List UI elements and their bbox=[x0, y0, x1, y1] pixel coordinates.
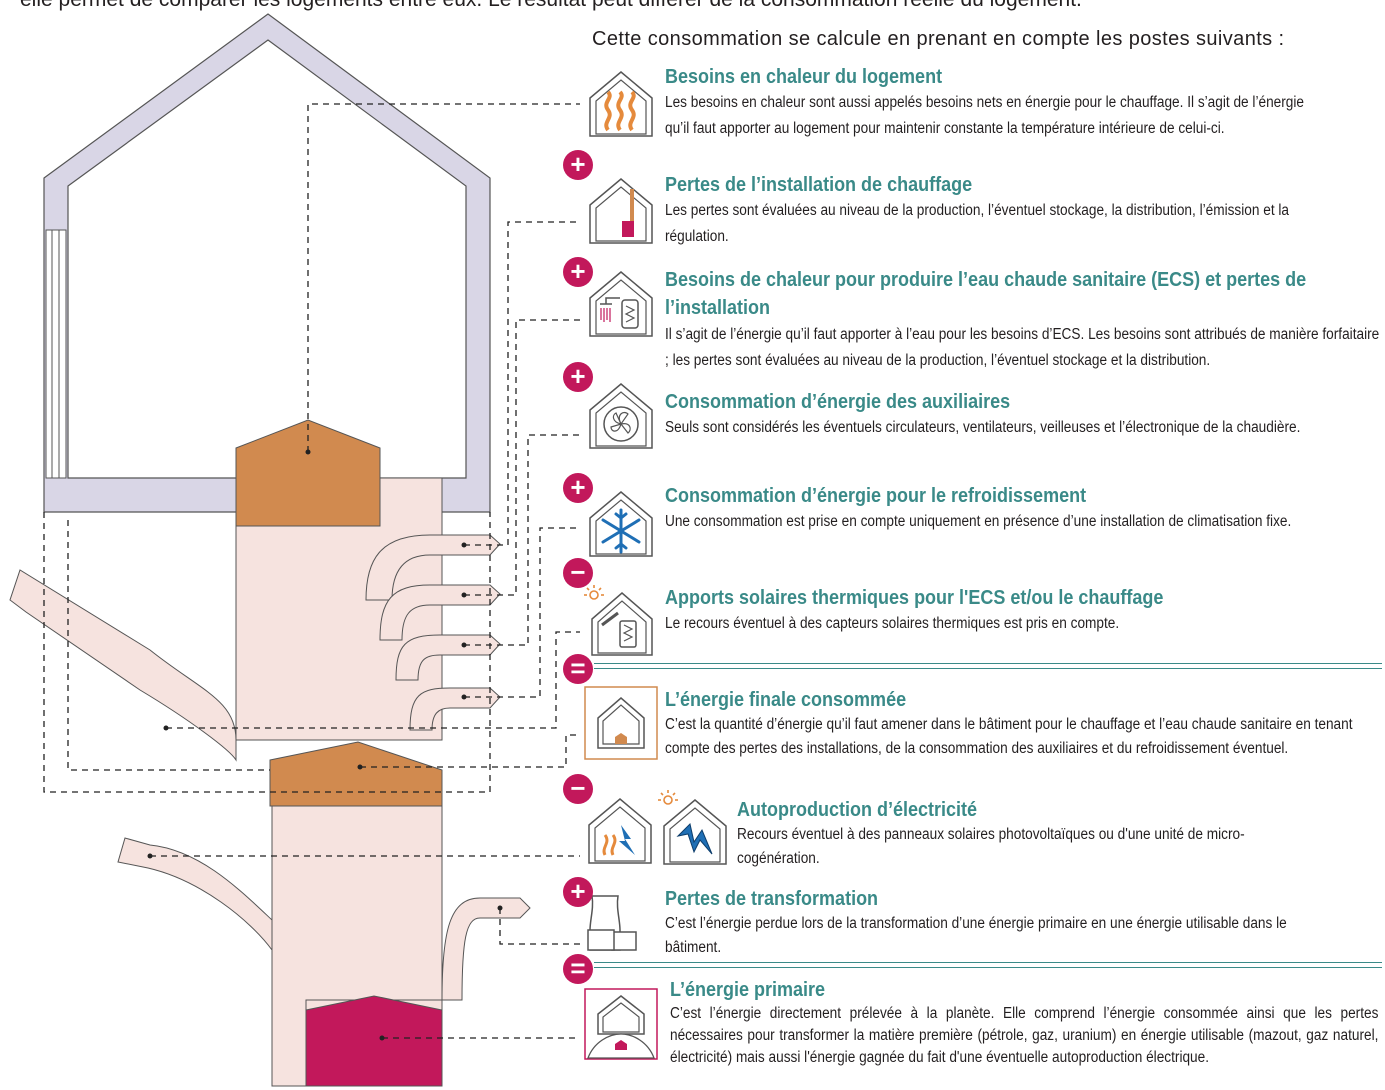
hot-water-icon bbox=[589, 271, 653, 337]
item-body: Les besoins en chaleur sont aussi appelé… bbox=[665, 94, 1304, 137]
equals-operator-1: = bbox=[563, 654, 593, 684]
leader-7 bbox=[360, 734, 580, 768]
plus-operator-1: + bbox=[563, 150, 593, 180]
primary-energy-icon bbox=[584, 988, 658, 1060]
item-body: C’est l’énergie perdue lors de la transf… bbox=[665, 915, 1287, 956]
item-heating-losses: Pertes de l’installation de chauffage Le… bbox=[665, 172, 1365, 250]
branch-arrow-1 bbox=[365, 534, 501, 601]
leader-3 bbox=[464, 319, 580, 596]
item-cooling: Consommation d’énergie pour le refroidis… bbox=[665, 483, 1380, 535]
minus-operator-2: − bbox=[563, 774, 593, 804]
fan-icon bbox=[589, 383, 653, 449]
item-body: Recours éventuel à des panneaux solaires… bbox=[737, 826, 1245, 867]
branch-arrow-4 bbox=[409, 687, 501, 731]
item-auxiliaries: Consommation d’énergie des auxiliaires S… bbox=[665, 389, 1380, 441]
item-title: Besoins de chaleur pour produire l’eau c… bbox=[665, 269, 1307, 319]
minus-operator-1: − bbox=[563, 558, 593, 588]
item-transformation-losses: Pertes de transformation C’est l’énergie… bbox=[665, 886, 1380, 960]
plus-operator-5: + bbox=[563, 877, 593, 907]
plus-operator-3: + bbox=[563, 362, 593, 392]
house-window bbox=[45, 229, 67, 479]
leader-1 bbox=[307, 103, 580, 452]
heat-waves-icon bbox=[589, 71, 653, 137]
item-title: L’énergie primaire bbox=[670, 979, 826, 1001]
item-body: Il s’agit de l’énergie qu’il faut apport… bbox=[665, 326, 1380, 369]
item-title: Besoins en chaleur du logement bbox=[665, 66, 943, 88]
photovoltaic-icon bbox=[588, 798, 652, 864]
leader-9 bbox=[499, 908, 580, 945]
item-body: C’est la quantité d’énergie qu’il faut a… bbox=[665, 716, 1353, 757]
transfo-arrow bbox=[441, 897, 531, 1001]
item-title: Autoproduction d’électricité bbox=[737, 799, 978, 821]
item-title: Apports solaires thermiques pour l'ECS e… bbox=[665, 587, 1164, 609]
top-cut-text: elle permet de comparer les logements en… bbox=[20, 0, 1380, 12]
house-interior bbox=[67, 39, 467, 479]
item-body: Une consommation est prise en compte uni… bbox=[665, 513, 1292, 530]
cogeneration-icon bbox=[658, 790, 727, 865]
solar-input-arrow bbox=[9, 569, 237, 762]
item-body: Les pertes sont évaluées au niveau de la… bbox=[665, 202, 1290, 245]
equals-rule-2 bbox=[594, 962, 1382, 968]
leader-5 bbox=[464, 527, 580, 698]
leader-2 bbox=[464, 221, 580, 546]
item-title: Consommation d’énergie pour le refroidis… bbox=[665, 485, 1087, 507]
solar-thermal-icon bbox=[584, 585, 653, 656]
item-autoproduction: Autoproduction d’électricité Recours éve… bbox=[737, 797, 1377, 871]
plus-operator-4: + bbox=[563, 473, 593, 503]
branch-arrow-3 bbox=[395, 634, 501, 681]
plus-operator-2: + bbox=[563, 257, 593, 287]
item-hot-water: Besoins de chaleur pour produire l’eau c… bbox=[665, 266, 1380, 374]
heating-install-icon bbox=[589, 178, 653, 244]
primary-energy-block bbox=[305, 995, 443, 1087]
intro-text: Cette consommation se calcule en prenant… bbox=[592, 28, 1285, 50]
branch-arrow-2 bbox=[379, 584, 501, 641]
item-primary-energy: L’énergie primaire C’est l’énergie direc… bbox=[670, 977, 1380, 1069]
item-title: Consommation d’énergie des auxiliaires bbox=[665, 391, 1011, 413]
autoprod-arrow bbox=[117, 837, 273, 952]
equals-rule-1 bbox=[594, 663, 1382, 669]
item-title: L’énergie finale consommée bbox=[665, 689, 907, 711]
item-body: C’est l’énergie directement prélevée à l… bbox=[670, 1005, 1379, 1066]
item-heat-needs: Besoins en chaleur du logement Les besoi… bbox=[665, 64, 1365, 142]
final-energy-block bbox=[269, 741, 443, 807]
item-title: Pertes de l’installation de chauffage bbox=[665, 174, 973, 196]
item-solar-thermal: Apports solaires thermiques pour l'ECS e… bbox=[665, 585, 1380, 637]
heat-needs-block bbox=[235, 419, 381, 527]
leader-4 bbox=[464, 434, 580, 646]
item-title: Pertes de transformation bbox=[665, 888, 879, 910]
power-plant-icon bbox=[587, 895, 637, 951]
item-body: Le recours éventuel à des capteurs solai… bbox=[665, 615, 1120, 632]
leader-6 bbox=[166, 631, 580, 729]
snowflake-icon bbox=[589, 491, 653, 557]
equals-operator-2: = bbox=[563, 954, 593, 984]
item-body: Seuls sont considérés les éventuels circ… bbox=[665, 419, 1301, 436]
final-energy-icon bbox=[584, 686, 658, 760]
item-final-energy: L’énergie finale consommée C’est la quan… bbox=[665, 687, 1380, 761]
